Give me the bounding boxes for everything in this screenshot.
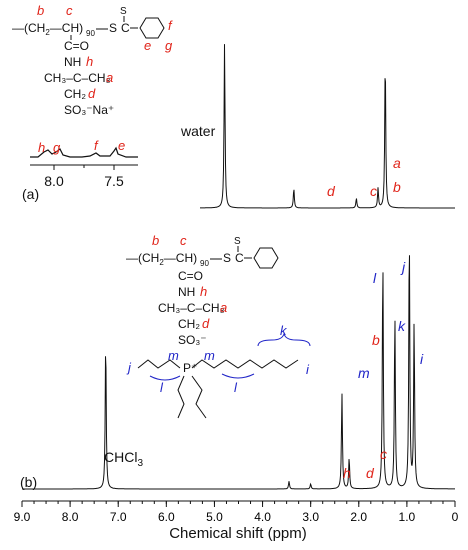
x-tick-label: 7.0 (110, 510, 127, 524)
inset-tick-label: 8.0 (44, 173, 64, 189)
struct-b-label-m1: m (168, 348, 179, 363)
solvent-label-water: water (180, 123, 216, 139)
svg-text:C=O: C=O (178, 269, 203, 283)
struct-b-sulfonate: SO₃⁻ (178, 333, 207, 347)
struct-a-label-a: a (106, 70, 113, 85)
struct-a-label-g: g (165, 38, 173, 53)
struct-b-label-b: b (152, 233, 159, 248)
struct-b-label-l1: l (160, 380, 164, 395)
struct-b-label-i: i (306, 362, 310, 377)
struct-a-c: C (121, 21, 130, 35)
struct-a-s: S (109, 21, 117, 35)
peak-label-b-m: m (358, 365, 370, 381)
solvent-label-chcl3: CHCl3 (104, 449, 143, 469)
peak-label-b-b: b (372, 332, 380, 348)
struct-a-nh: NH (64, 55, 81, 69)
peak-label-a-c: c (370, 183, 377, 199)
struct-a-ch2: CH₂ (64, 87, 86, 101)
struct-a-label-d: d (88, 86, 96, 101)
peak-label-b-c: c (380, 446, 387, 462)
struct-b-repeat: 90 (200, 259, 209, 268)
struct-a-sulfonate: SO₃⁻Na⁺ (64, 103, 114, 117)
peak-label-a-d: d (327, 183, 336, 199)
x-axis-label: Chemical shift (ppm) (169, 525, 307, 542)
svg-text:CH₃–C–CH₃: CH₃–C–CH₃ (158, 301, 225, 315)
peak-label-a-a: a (393, 155, 401, 171)
inset-trace (30, 146, 138, 158)
struct-a-co: C=O (64, 39, 89, 53)
peak-label-b-j: j (400, 259, 406, 275)
peak-label-a-b: b (393, 179, 401, 195)
x-tick-label: 3.0 (302, 510, 319, 524)
inset-label-f: f (94, 138, 99, 153)
struct-a-quat: CH₃–C–CH₃ (44, 71, 111, 85)
structure-b: b c —(CH2—CH) 90 S C S C=O NH h CH₃–C–CH… (126, 233, 311, 419)
svg-text:S: S (234, 236, 241, 247)
peak-label-b-h: h (343, 465, 351, 481)
panel-a-label: (a) (22, 186, 39, 202)
struct-a-label-f: f (168, 18, 173, 33)
x-tick-label: 1.0 (399, 510, 416, 524)
svg-text:S: S (223, 251, 231, 265)
panel-a (200, 44, 455, 209)
peak-label-b-d: d (366, 465, 375, 481)
inset-aromatic: 8.0 7.5 h g f e (30, 138, 138, 189)
struct-b-label-k: k (280, 323, 288, 338)
inset-label-h: h (38, 140, 45, 155)
struct-a-thio: S (120, 6, 127, 17)
svg-text:C: C (235, 251, 244, 265)
x-axis: 9.0 8.0 7.0 6.0 5.0 4.0 3.0 2.0 1.0 0 (14, 500, 459, 524)
spectrum-a-trace (200, 44, 455, 209)
peak-label-b-k: k (398, 318, 406, 334)
struct-a-benzene (139, 17, 165, 39)
inset-tick-label: 7.5 (104, 173, 124, 189)
x-tick-label: 8.0 (62, 510, 79, 524)
struct-a-repeat: 90 (86, 29, 95, 38)
struct-b-label-d: d (202, 316, 210, 331)
struct-b-phosphonium: P⁺ (183, 361, 197, 375)
struct-a-label-b: b (37, 3, 44, 18)
structure-a: b c —(CH2—CH) 90 S C S f e g C=O NH h CH… (12, 3, 173, 117)
svg-text:CH₂: CH₂ (178, 317, 200, 331)
panel-b (22, 255, 455, 490)
struct-b-label-h: h (200, 284, 207, 299)
struct-b-label-j: j (126, 360, 132, 375)
struct-b-label-l2: l (234, 380, 238, 395)
struct-b-label-m2: m (204, 348, 215, 363)
x-tick-label: 9.0 (14, 510, 31, 524)
peak-label-b-l: l (373, 270, 377, 286)
inset-label-g: g (53, 140, 61, 155)
struct-b-label-c: c (180, 233, 187, 248)
struct-b-benzene (253, 247, 279, 269)
spectrum-b-trace (22, 255, 455, 490)
struct-a-label-c: c (66, 3, 73, 18)
x-tick-label: 2.0 (350, 510, 367, 524)
svg-text:NH: NH (178, 285, 195, 299)
struct-a-label-e: e (144, 38, 151, 53)
struct-a-label-h: h (86, 54, 93, 69)
panel-b-label: (b) (20, 474, 37, 490)
struct-b-chain: —(CH2—CH) (126, 251, 197, 267)
x-tick-label: 6.0 (158, 510, 175, 524)
x-tick-label: 5.0 (206, 510, 223, 524)
peak-label-b-i: i (420, 351, 424, 367)
inset-label-e: e (118, 138, 125, 153)
struct-a-chain: —(CH2—CH) (12, 21, 83, 37)
x-tick-label: 4.0 (254, 510, 271, 524)
x-tick-label: 0 (452, 510, 459, 524)
struct-b-label-a: a (220, 300, 227, 315)
